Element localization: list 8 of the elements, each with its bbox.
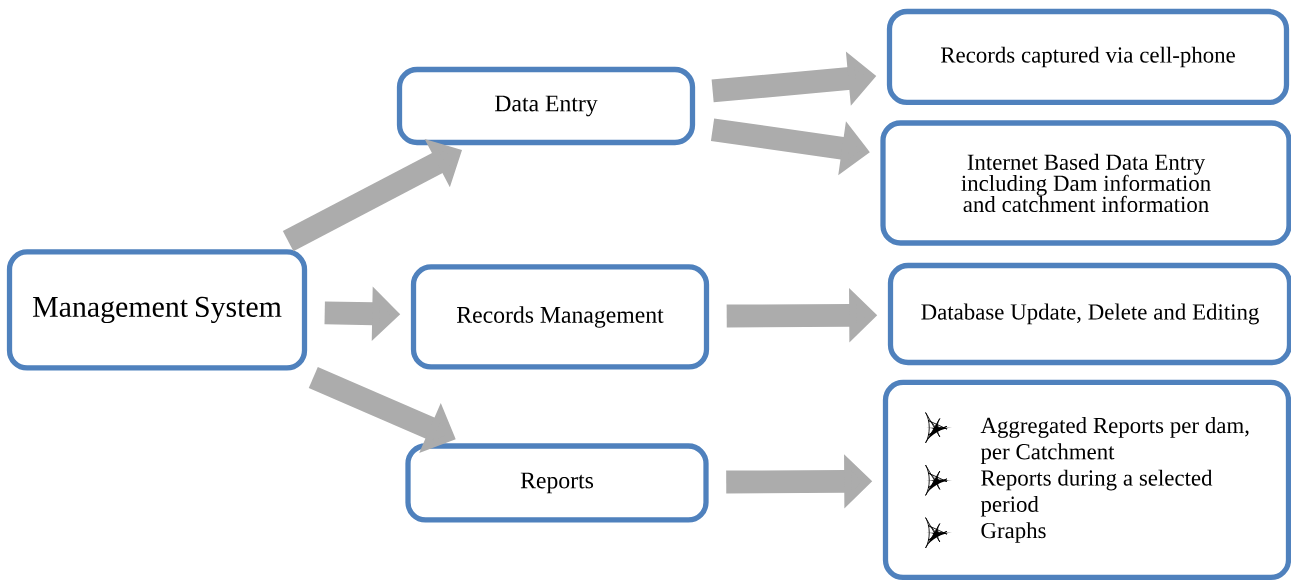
process-box: Internet Based Data Entry including Dam information and catchment information bbox=[880, 120, 1291, 246]
process-box: Data Entry bbox=[396, 66, 696, 146]
list-box: Aggregated Reports per dam, per Catchment Reports during a selected period Graphs bbox=[882, 379, 1291, 581]
process-box: Records captured via cell-phone bbox=[886, 8, 1290, 106]
process-box: Reports bbox=[405, 443, 709, 523]
process-box: Database Update, Delete and Editing bbox=[887, 262, 1291, 366]
process-box: Management System bbox=[6, 249, 308, 371]
process-box: Records Management bbox=[410, 264, 710, 370]
